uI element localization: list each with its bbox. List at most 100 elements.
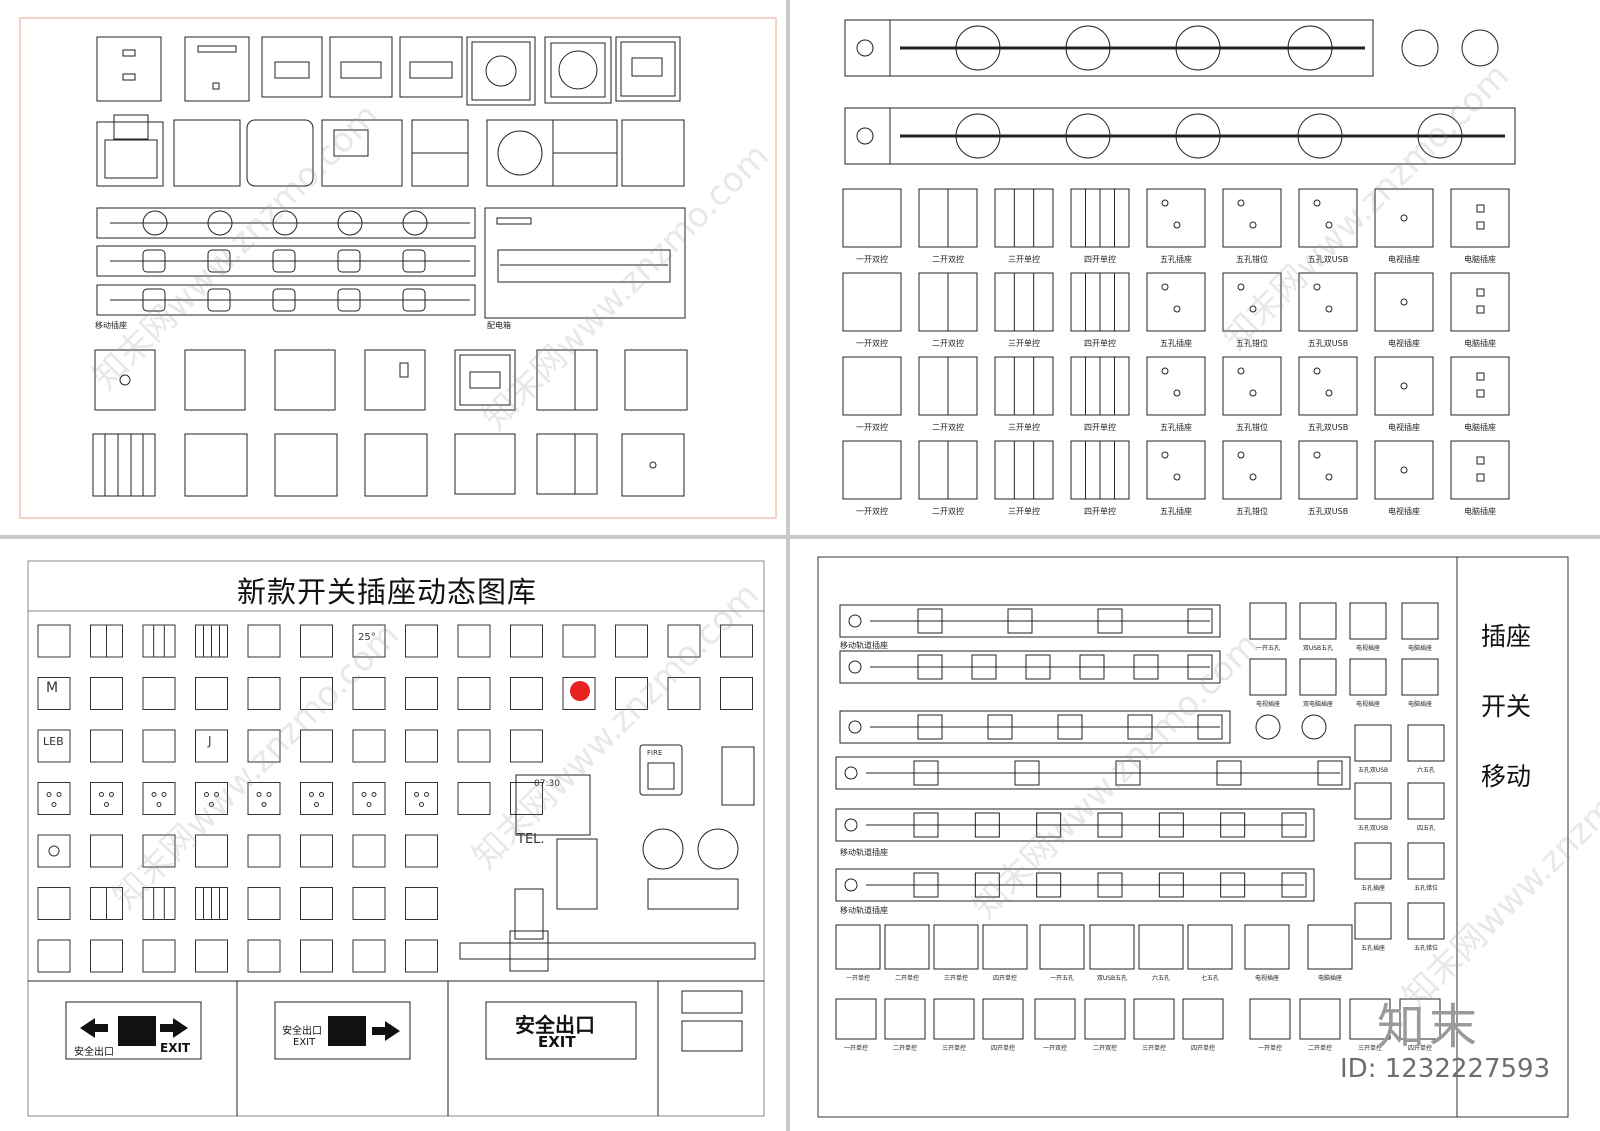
track-socket-bar <box>835 756 1351 790</box>
switch-panel <box>1349 998 1391 1040</box>
switch-panel <box>1146 356 1206 416</box>
socket-icon <box>1237 367 1245 375</box>
item-label: 二开单控 <box>1307 1045 1333 1052</box>
side-label-mobile: 移动 <box>1481 762 1532 791</box>
panel-tile <box>352 834 386 868</box>
socket-icon <box>1237 451 1245 459</box>
label-distribution-box: 配电箱 <box>487 321 511 330</box>
switch-panel <box>1374 440 1434 500</box>
track-socket-module <box>1197 714 1223 740</box>
track-socket-module <box>917 654 943 680</box>
panel-tile <box>457 677 491 710</box>
panel-tile <box>37 834 71 868</box>
switch-panel <box>1307 924 1353 970</box>
switch-panel <box>994 272 1054 332</box>
switch-panel <box>1039 924 1085 970</box>
panel-top-right-drawing <box>842 19 1516 500</box>
item-label: 三开单控 <box>1008 423 1040 432</box>
panel-tile <box>142 677 176 710</box>
track-socket-module <box>1115 760 1141 786</box>
track-socket-module <box>1158 812 1184 838</box>
track-socket-module <box>913 812 939 838</box>
panel-tile <box>667 624 701 658</box>
socket-icon <box>256 792 262 797</box>
socket-panel <box>1299 602 1337 640</box>
data-port-icon <box>1476 221 1485 230</box>
panel-tile <box>667 677 701 710</box>
item-label: 四开单控 <box>1084 255 1116 264</box>
panel-tile <box>37 677 71 710</box>
socket-panel <box>1407 782 1445 820</box>
item-label: 六五孔 <box>1416 767 1436 774</box>
item-label: 电视插座 <box>1388 423 1420 432</box>
socket-icon <box>209 802 214 807</box>
item-label: 电脑插座 <box>1407 701 1433 708</box>
socket-panel <box>1354 902 1392 940</box>
item-label: 电视插座 <box>1254 975 1280 982</box>
panel-bottom-left-drawing <box>27 560 765 1117</box>
brand-logo: 知末 <box>1377 999 1482 1055</box>
indicator-icon <box>48 845 60 857</box>
item-label: 一开单控 <box>1257 1045 1283 1052</box>
switch-panel <box>1374 272 1434 332</box>
panel-tile <box>405 939 438 973</box>
item-label: 五孔插座 <box>1160 507 1192 516</box>
panel-tile <box>195 939 228 973</box>
track-socket-module <box>1097 812 1123 838</box>
panel-tile <box>405 624 438 658</box>
track-socket-module <box>1097 608 1123 634</box>
panel-tile <box>300 729 333 763</box>
track-socket-module <box>1007 608 1033 634</box>
loose-socket-icon <box>1301 714 1327 740</box>
switch-panel <box>1133 998 1175 1040</box>
tile-text-m: M <box>46 680 59 696</box>
item-label: 一开五孔 <box>1255 645 1281 652</box>
panel-tile <box>405 729 438 763</box>
socket-icon <box>424 792 429 797</box>
panel-tile <box>142 939 176 973</box>
socket-panel <box>1401 602 1439 640</box>
item-label: 六五孔 <box>1151 975 1171 982</box>
panel-tile <box>510 624 543 658</box>
item-label: 五孔双USB <box>1357 825 1389 832</box>
data-port-icon <box>1476 204 1485 213</box>
switch-panel <box>1450 188 1510 248</box>
switch-panel <box>1182 998 1224 1040</box>
panel-tile <box>300 939 333 973</box>
socket-icon <box>366 802 372 807</box>
track-socket-module <box>1057 714 1083 740</box>
socket-icon <box>1325 221 1333 229</box>
socket-icon <box>46 792 52 797</box>
item-label: 电视插座 <box>1355 701 1381 708</box>
switch-panel <box>1249 998 1291 1040</box>
switch-panel <box>1146 188 1206 248</box>
item-label: 五孔错位 <box>1236 423 1268 432</box>
socket-icon <box>1161 199 1169 207</box>
socket-icon <box>1325 473 1333 481</box>
item-label: 五孔错位 <box>1236 255 1268 264</box>
track-socket-module <box>1216 760 1242 786</box>
switch-panel <box>994 356 1054 416</box>
item-label: 四开单控 <box>990 1045 1016 1052</box>
track-socket-module <box>1127 714 1153 740</box>
panel-tile <box>510 782 543 815</box>
panel-bottom-right-drawing <box>817 556 1569 1118</box>
panel-tile <box>195 834 228 868</box>
socket-panel <box>1249 602 1287 640</box>
track-socket-module <box>913 760 939 786</box>
panel-tile <box>90 834 123 868</box>
track-socket-module <box>1220 872 1246 898</box>
socket-icon <box>1237 199 1245 207</box>
item-label: 五孔错位 <box>1236 339 1268 348</box>
switch-panel <box>1298 356 1358 416</box>
item-label: 一开五孔 <box>1049 975 1075 982</box>
page-title: 新款开关插座动态图库 <box>237 575 538 609</box>
switch-panel <box>1084 998 1126 1040</box>
exit-sign-1-en: EXIT <box>160 1041 191 1055</box>
switch-panel <box>933 924 979 970</box>
panel-tile <box>300 834 333 868</box>
socket-icon <box>309 792 314 797</box>
track-socket-module <box>1187 654 1213 680</box>
socket-icon <box>156 802 162 807</box>
item-label: 二开双控 <box>1092 1045 1118 1052</box>
